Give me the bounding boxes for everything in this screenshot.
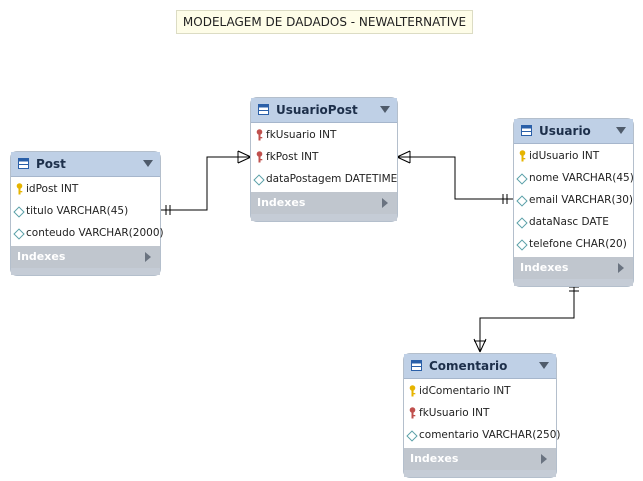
entity-name: Post [36, 157, 66, 171]
column-row[interactable]: dataNasc DATE [514, 212, 633, 234]
column-row[interactable]: fkPost INT [251, 147, 397, 169]
column-text: idUsuario INT [529, 150, 600, 162]
column-row[interactable]: idPost INT [11, 179, 160, 201]
entity-comentario[interactable]: Comentario idComentario INT fkUsuario IN… [404, 354, 561, 477]
relationship-usuario-comentario [473, 281, 579, 353]
indexes-section[interactable]: Indexes [514, 257, 633, 279]
column-text: telefone CHAR(20) [529, 238, 627, 250]
diamond-icon [406, 430, 418, 442]
indexes-section[interactable]: Indexes [11, 246, 160, 268]
column-text: conteudo VARCHAR(2000) [26, 227, 164, 239]
column-row[interactable]: titulo VARCHAR(45) [11, 201, 160, 223]
column-text: nome VARCHAR(45) [529, 172, 634, 184]
column-row[interactable]: fkUsuario INT [404, 403, 556, 425]
entity-footer [514, 279, 633, 286]
indexes-label: Indexes [257, 196, 306, 209]
column-text: fkUsuario INT [266, 129, 337, 141]
foreign-key-icon [256, 151, 263, 163]
entity-footer [251, 214, 397, 221]
column-text: dataPostagem DATETIME [266, 173, 398, 185]
diamond-icon [13, 228, 25, 240]
relationship-usuario-usuariopost [396, 150, 514, 204]
expand-arrow-icon[interactable] [541, 454, 547, 464]
chevron-down-icon[interactable] [616, 127, 626, 134]
indexes-section[interactable]: Indexes [404, 448, 556, 470]
column-text: fkUsuario INT [419, 407, 490, 419]
column-row[interactable]: idUsuario INT [514, 146, 633, 168]
entity-header[interactable]: Post [11, 152, 160, 177]
chevron-down-icon[interactable] [380, 106, 390, 113]
column-row[interactable]: comentario VARCHAR(250) [404, 425, 561, 447]
column-row[interactable]: idComentario INT [404, 381, 556, 403]
column-row[interactable]: conteudo VARCHAR(2000) [11, 223, 164, 245]
column-row[interactable]: fkUsuario INT [251, 125, 397, 147]
foreign-key-icon [409, 407, 416, 419]
table-icon [411, 360, 422, 371]
diamond-icon [516, 217, 528, 229]
entity-post[interactable]: Post idPost INT titulo VARCHAR(45) conte… [11, 152, 164, 275]
expand-arrow-icon[interactable] [618, 263, 624, 273]
diamond-icon [253, 174, 265, 186]
table-icon [521, 125, 532, 136]
entity-header[interactable]: UsuarioPost [251, 98, 397, 123]
entity-name: Comentario [429, 359, 508, 373]
expand-arrow-icon[interactable] [145, 252, 151, 262]
expand-arrow-icon[interactable] [382, 198, 388, 208]
diagram-title: MODELAGEM DE DADADOS - NEWALTERNATIVE [176, 10, 473, 34]
relationship-post-usuariopost [160, 150, 252, 215]
column-text: idComentario INT [419, 385, 511, 397]
entity-columns: idUsuario INT nome VARCHAR(45) email VAR… [514, 144, 634, 257]
entity-footer [11, 268, 160, 275]
table-icon [18, 158, 29, 169]
column-text: idPost INT [26, 183, 79, 195]
diamond-icon [516, 239, 528, 251]
entity-name: Usuario [539, 124, 591, 138]
entity-usuario[interactable]: Usuario idUsuario INT nome VARCHAR(45) e… [514, 119, 634, 286]
chevron-down-icon[interactable] [539, 362, 549, 369]
column-text: fkPost INT [266, 151, 319, 163]
chevron-down-icon[interactable] [143, 160, 153, 167]
table-icon [258, 104, 269, 115]
column-row[interactable]: dataPostagem DATETIME [251, 169, 397, 191]
primary-key-icon [519, 150, 526, 162]
indexes-label: Indexes [410, 452, 459, 465]
indexes-section[interactable]: Indexes [251, 192, 397, 214]
entity-name: UsuarioPost [276, 103, 358, 117]
column-text: comentario VARCHAR(250) [419, 429, 561, 441]
indexes-label: Indexes [520, 261, 569, 274]
diamond-icon [13, 206, 25, 218]
diamond-icon [516, 173, 528, 185]
column-row[interactable]: email VARCHAR(30) [514, 190, 633, 212]
entity-header[interactable]: Comentario [404, 354, 556, 379]
primary-key-icon [16, 183, 23, 195]
foreign-key-icon [256, 129, 263, 141]
entity-columns: idPost INT titulo VARCHAR(45) conteudo V… [11, 177, 164, 246]
primary-key-icon [409, 385, 416, 397]
entity-header[interactable]: Usuario [514, 119, 633, 144]
column-row[interactable]: nome VARCHAR(45) [514, 168, 634, 190]
entity-footer [404, 470, 556, 477]
column-row[interactable]: telefone CHAR(20) [514, 234, 633, 256]
column-text: dataNasc DATE [529, 216, 609, 228]
entity-columns: fkUsuario INT fkPost INT dataPostagem DA… [251, 123, 397, 192]
entity-usuariopost[interactable]: UsuarioPost fkUsuario INT fkPost INT dat… [251, 98, 397, 221]
entity-columns: idComentario INT fkUsuario INT comentari… [404, 379, 561, 448]
column-text: titulo VARCHAR(45) [26, 205, 129, 217]
indexes-label: Indexes [17, 250, 66, 263]
diamond-icon [516, 195, 528, 207]
column-text: email VARCHAR(30) [529, 194, 634, 206]
